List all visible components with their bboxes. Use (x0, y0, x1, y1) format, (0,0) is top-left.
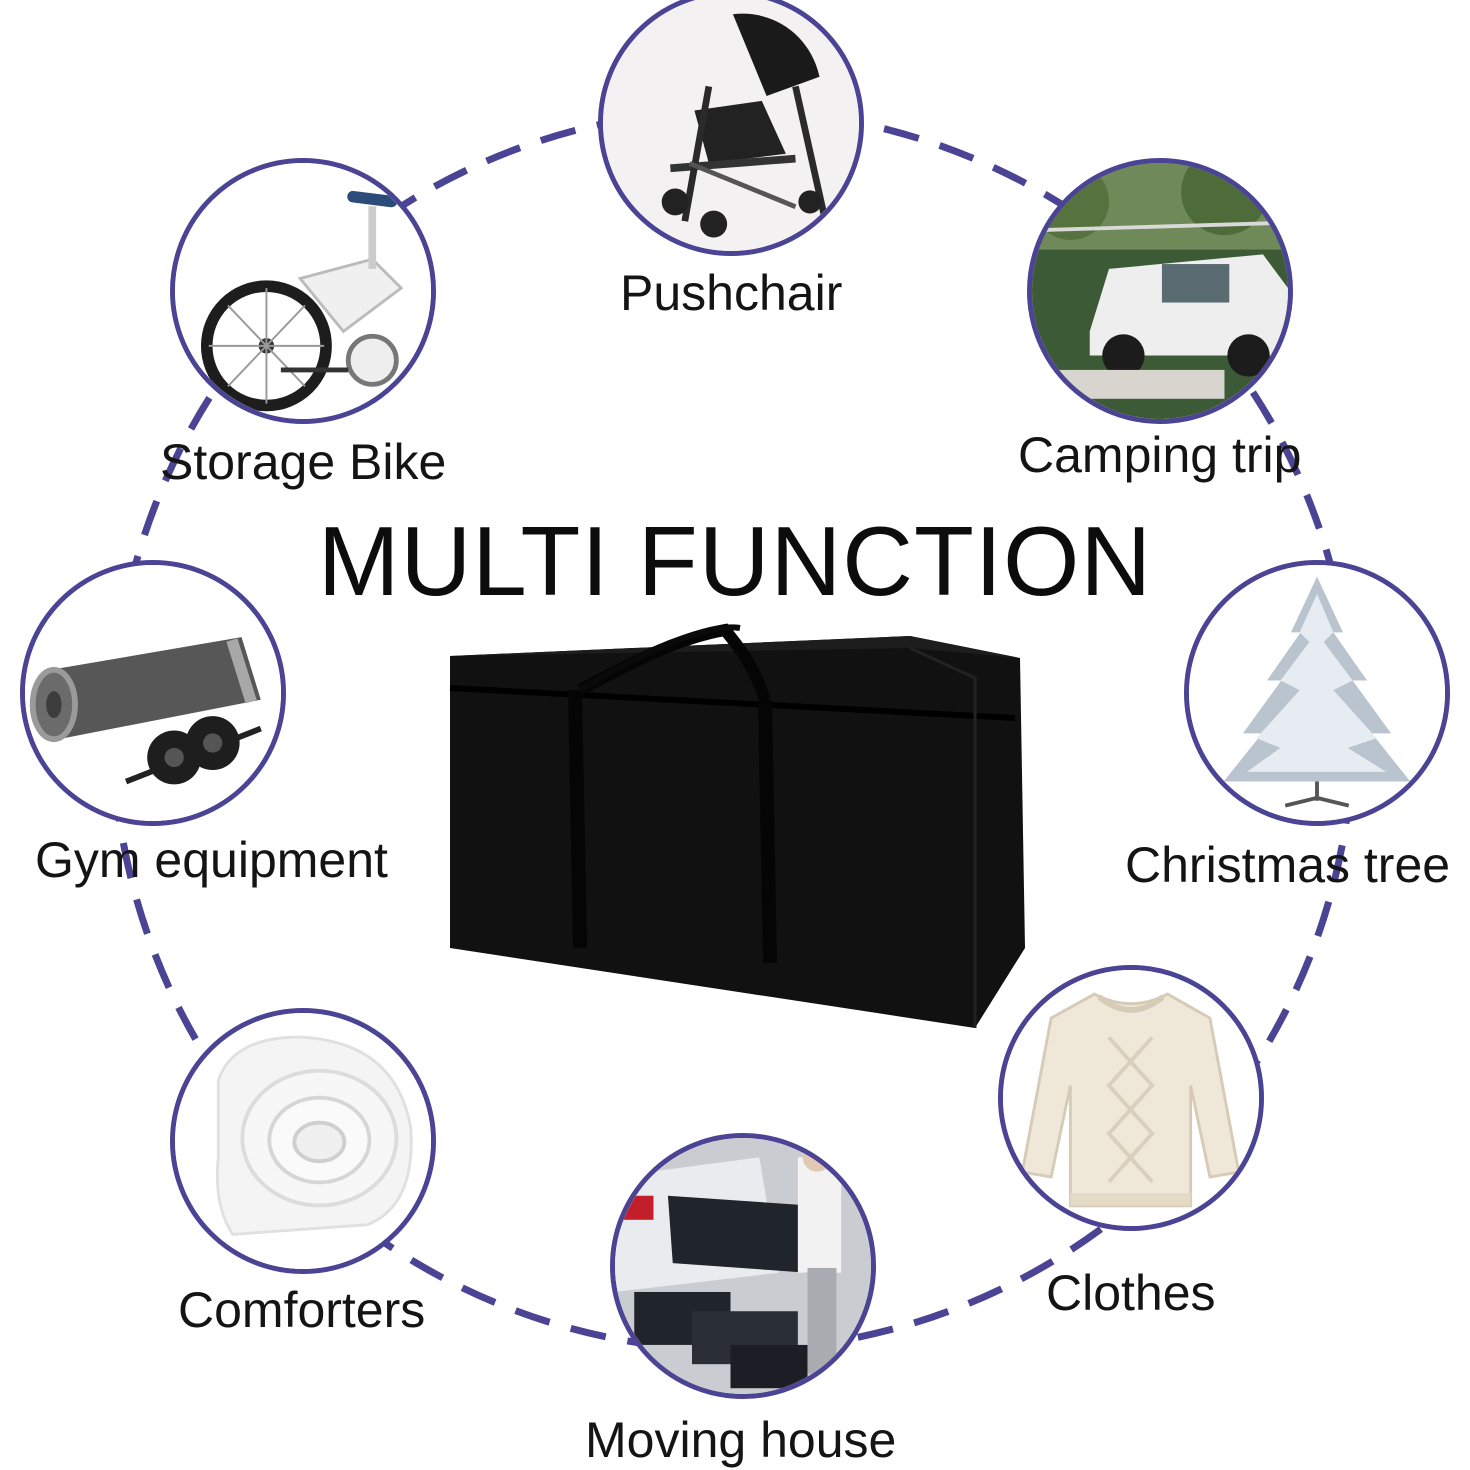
gym-equipment-label: Gym equipment (35, 832, 388, 888)
camping-car-icon (1032, 163, 1288, 419)
comforters-bubble (170, 1008, 436, 1274)
comforters-label: Comforters (178, 1282, 426, 1338)
gym-equipment-icon (25, 565, 281, 821)
storage-bike-label: Storage Bike (160, 434, 447, 490)
storage-bag-image (449, 623, 1025, 1028)
page-title: MULTI FUNCTION (317, 506, 1153, 616)
pushchair-bubble (598, 0, 864, 256)
camping-trip-bubble (1027, 158, 1293, 424)
clothes-label: Clothes (1046, 1265, 1216, 1321)
folding-bike-icon (175, 163, 431, 419)
storage-bike-bubble (170, 158, 436, 424)
moving-house-label: Moving house (585, 1412, 897, 1468)
moving-house-bubble (610, 1133, 876, 1399)
moving-bags-icon (615, 1138, 871, 1394)
pushchair-label: Pushchair (620, 265, 843, 321)
christmas-tree-bubble (1184, 560, 1450, 826)
clothes-bubble (998, 965, 1264, 1231)
christmas-tree-icon (1189, 565, 1445, 821)
christmas-tree-label: Christmas tree (1125, 837, 1451, 893)
camping-trip-label: Camping trip (1018, 427, 1302, 483)
pushchair-icon (603, 0, 859, 251)
sweater-icon (1003, 970, 1259, 1226)
comforter-roll-icon (175, 1013, 431, 1269)
gym-equipment-bubble (20, 560, 286, 826)
